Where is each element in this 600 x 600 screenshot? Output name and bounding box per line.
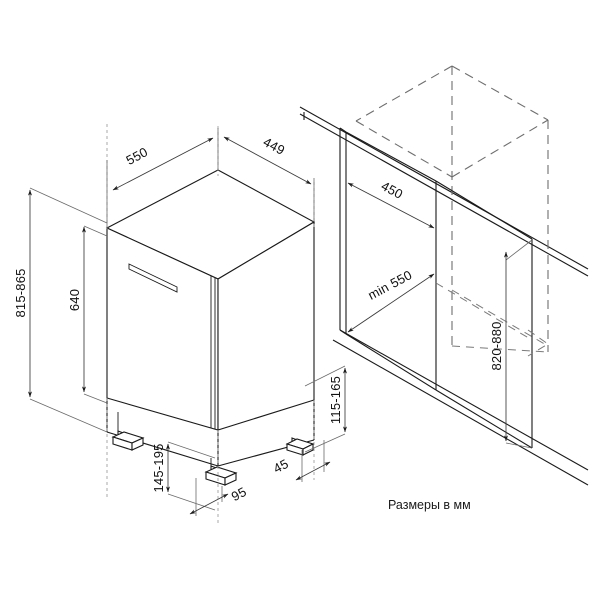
adjustable-levelling-feet xyxy=(111,430,315,486)
dimension-label-145-195: 145-195 xyxy=(151,443,166,492)
dimension-label-449: 449 xyxy=(261,134,288,158)
dimension-145-195: 145-195 xyxy=(151,441,216,511)
kitchen-worktop-slab xyxy=(299,106,589,486)
kitchen-cabinet-niche xyxy=(339,65,549,449)
dimension-label-820-880: 820-880 xyxy=(489,321,504,370)
dimension-label-115-165: 115-165 xyxy=(328,376,343,424)
dimension-640: 640 xyxy=(67,225,108,404)
dimension-815-865: 815-865 xyxy=(13,187,108,433)
dimension-label-min-550: min 550 xyxy=(365,267,414,303)
dimension-min-550: min 550 xyxy=(347,267,435,333)
dimension-label-95: 95 xyxy=(229,484,249,504)
units-caption: Размеры в мм xyxy=(388,498,471,512)
dimension-label-450: 450 xyxy=(379,178,406,202)
dimension-820-880: 820-880 xyxy=(489,239,533,449)
dimension-label-640: 640 xyxy=(67,289,82,311)
built-in-dishwasher-body xyxy=(105,169,316,486)
dimension-label-45: 45 xyxy=(271,456,291,476)
dimension-95: 95 xyxy=(189,478,249,516)
dimension-label-550: 550 xyxy=(124,144,151,168)
dimension-45: 45 xyxy=(271,440,331,482)
recessed-door-handle xyxy=(128,263,178,293)
dimension-115-165: 115-165 xyxy=(304,365,348,453)
dimension-label-815-865: 815-865 xyxy=(13,268,28,317)
dimension-450: 450 xyxy=(347,178,435,229)
